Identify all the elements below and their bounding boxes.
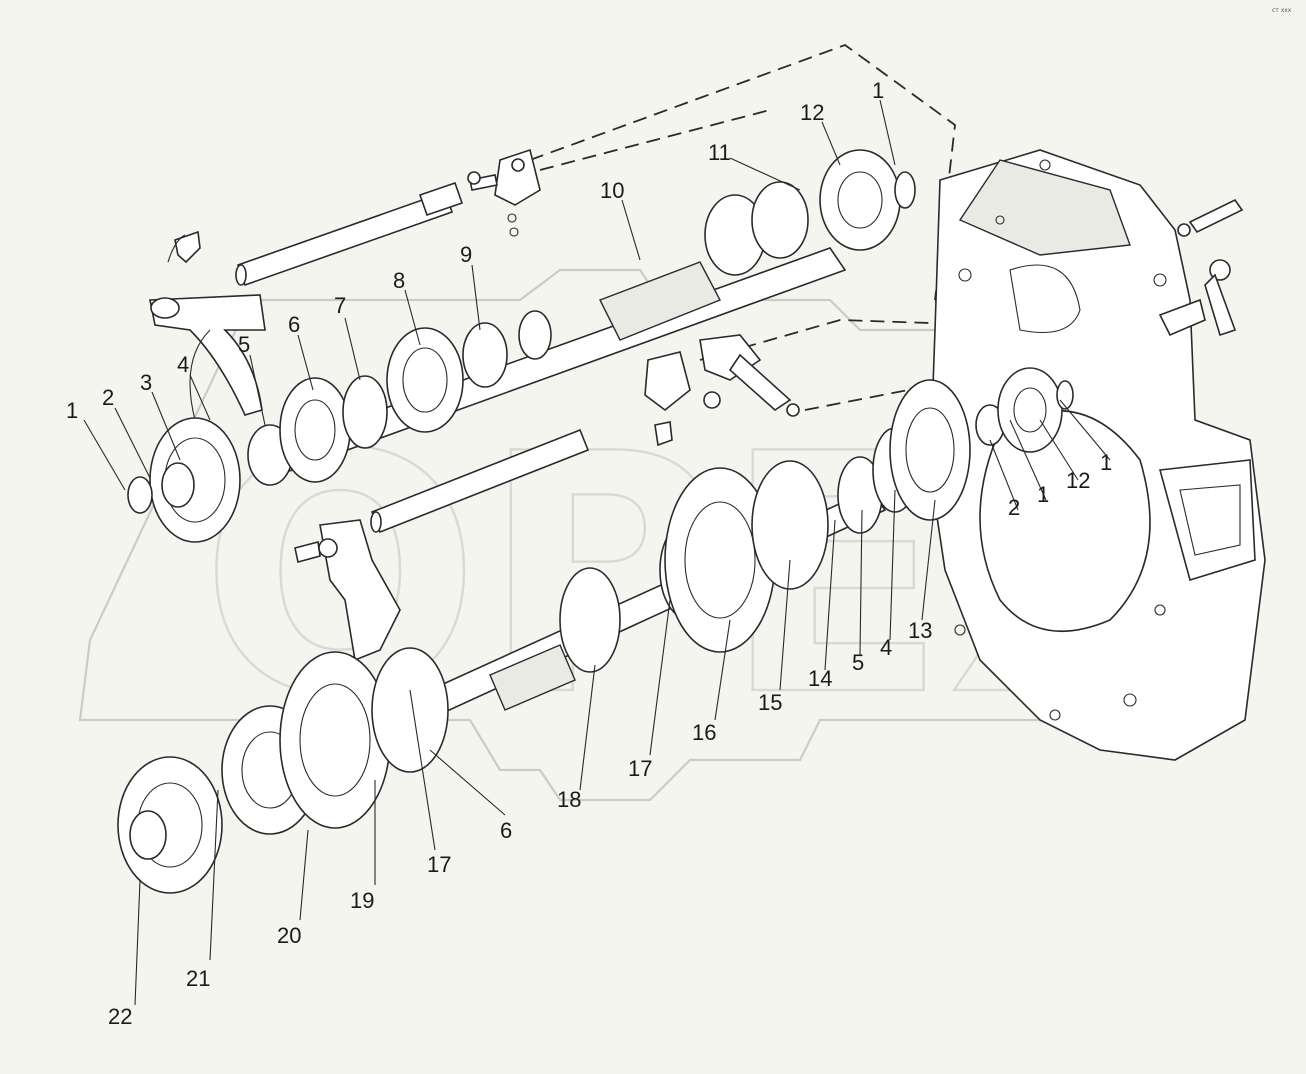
lower-gears — [117, 367, 1074, 894]
callout-9: 9 — [460, 242, 472, 267]
callout-4a: 4 — [177, 352, 189, 377]
shift-fork-upper — [149, 294, 266, 421]
callout-19: 19 — [350, 888, 374, 913]
callout-1c: 1 — [1100, 450, 1112, 475]
leader-lines — [83, 99, 1111, 1006]
callout-17a: 17 — [628, 756, 652, 781]
callout-14: 14 — [808, 666, 832, 691]
callout-1a: 1 — [66, 398, 78, 423]
upper-shift-rod — [235, 181, 464, 287]
selector-block-top — [467, 148, 541, 237]
callout-5b: 5 — [852, 650, 864, 675]
callout-17b: 17 — [427, 852, 451, 877]
callout-2a: 2 — [102, 385, 114, 410]
callout-21: 21 — [186, 966, 210, 991]
callout-12a: 12 — [800, 100, 824, 125]
callout-11: 11 — [708, 140, 731, 165]
callout-8: 8 — [393, 268, 405, 293]
callout-18: 18 — [557, 787, 581, 812]
callout-12b: 12 — [1066, 468, 1090, 493]
callout-10: 10 — [600, 178, 624, 203]
callout-6a: 6 — [288, 312, 300, 337]
callout-1d: 1 — [1037, 482, 1049, 507]
upper-gears — [127, 149, 916, 543]
gearbox-housing — [929, 149, 1266, 761]
callout-15: 15 — [758, 690, 782, 715]
callout-13: 13 — [908, 618, 932, 643]
callout-3: 3 — [140, 370, 152, 395]
callout-20: 20 — [277, 923, 301, 948]
callout-1b: 1 — [872, 78, 884, 103]
callout-5a: 5 — [238, 332, 250, 357]
middle-shift-rod — [370, 428, 590, 534]
callout-2b: 2 — [1008, 495, 1020, 520]
selector-parts-middle — [644, 334, 800, 447]
callout-22: 22 — [108, 1004, 132, 1029]
corner-stamp: ст ххх — [1272, 7, 1292, 14]
callout-7: 7 — [334, 293, 346, 318]
housing-bolt — [1177, 198, 1244, 237]
callout-16: 16 — [692, 720, 716, 745]
selector-lever-right — [1158, 259, 1237, 337]
callout-4b: 4 — [880, 635, 892, 660]
detent-screw — [167, 230, 201, 264]
callout-labels: 1 2 3 4 5 6 7 8 9 10 11 12 1 1 12 1 2 13… — [66, 78, 1112, 1029]
callout-6b: 6 — [500, 818, 512, 843]
shift-fork-lower — [294, 519, 401, 662]
